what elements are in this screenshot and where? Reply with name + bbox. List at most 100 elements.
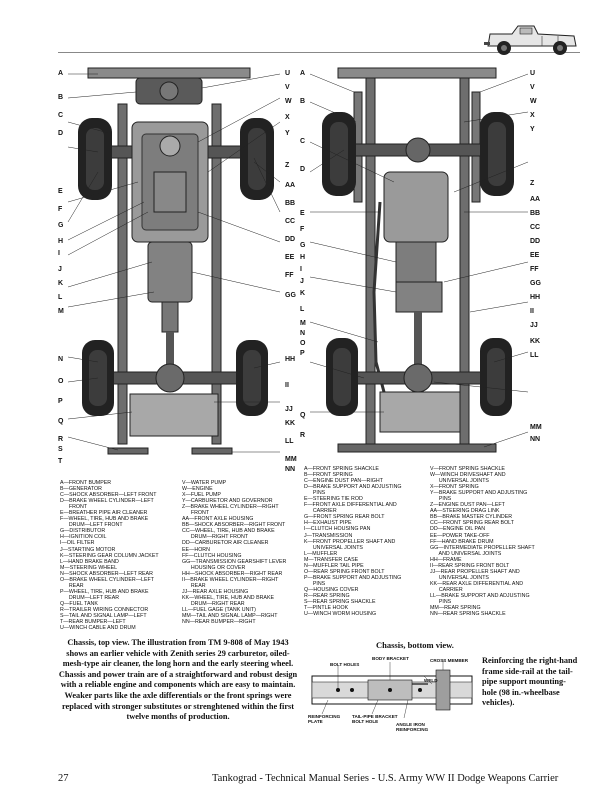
callout: J (300, 278, 304, 285)
legend-item: REAR (182, 582, 206, 589)
legend-item: UNIVERSAL JOINTS (304, 544, 363, 551)
legend-item: J—TRANSMISSION (304, 532, 353, 539)
callout: JJ (285, 406, 293, 413)
legend-item: KK—REAR AXLE DIFFERENTIAL AND (430, 580, 524, 587)
callout: P (58, 398, 63, 405)
detail-label-tail-pipe-bracket: TAIL-PIPE BRACKET BOLT HOLE (352, 714, 398, 724)
callout: Y (285, 130, 290, 137)
callout: C (58, 112, 64, 119)
legend-item: W—ENGINE (182, 486, 213, 493)
legend-item: G—FRONT SPRING REAR BOLT (304, 514, 385, 521)
legend-item: R—TRAILER WIRING CONNECTOR (60, 606, 149, 613)
callout: E (300, 210, 305, 217)
legend-item: Z—ENGINE DUST PAN—LEFT (430, 502, 505, 509)
callout: K (58, 280, 64, 287)
legend-top-view-col-2: V—WATER PUMP W—ENGINE X—FUEL PUMP Y—CARB… (182, 480, 306, 625)
legend-item: X—FRONT SPRING (430, 484, 479, 491)
callout: F (300, 226, 305, 233)
callout: N (58, 356, 64, 363)
detail-label-reinforcing-plate: REINFORCING PLATE (308, 714, 341, 724)
legend-item: LL—FUEL GAGE (TANK UNIT) (182, 606, 256, 613)
callout: KK (285, 420, 296, 427)
legend-item: Q—FUEL TANK (60, 600, 98, 607)
legend-item: S—TAIL AND SIGNAL LAMP—LEFT (60, 613, 147, 620)
callout: P (300, 350, 305, 357)
legend-item: Z—BRAKE WHEEL CYLINDER—RIGHT (182, 504, 279, 511)
legend-item: T—PINTLE HOOK (304, 605, 349, 612)
callout: X (530, 112, 535, 119)
callout: M (300, 320, 306, 327)
callout: AA (285, 182, 296, 189)
callout: U (285, 70, 291, 77)
callout: W (530, 98, 537, 105)
legend-item: FF—HAND BRAKE DRUM (430, 538, 494, 545)
legend-item: Y—BRAKE SUPPORT AND ADJUSTING (430, 490, 528, 497)
legend-item: HH—SHOCK ABSORBER—RIGHT REAR (182, 570, 283, 577)
legend-item: K—STEERING GEAR COLUMN JACKET (60, 552, 159, 559)
legend-item: L—HAND BRAKE BAND (60, 558, 119, 565)
callout: V (530, 84, 535, 91)
caption-reinforcement-detail: Reinforcing the right-hand frame side-ra… (482, 656, 578, 708)
callout: G (58, 222, 64, 229)
callout: H (58, 238, 64, 245)
callout: MM (285, 456, 297, 463)
callout: L (58, 294, 63, 301)
legend-item: E—BREATHER PIPE AIR CLEANER (60, 510, 148, 517)
legend-item: N—SHOCK ABSORBER—LEFT REAR (60, 570, 153, 577)
legend-item: A—FRONT BUMPER (60, 480, 112, 486)
chassis-bottom-view-drawing (309, 67, 529, 453)
legend-item: UNIVERSAL JOINTS (430, 574, 489, 581)
legend-item: J—STARTING MOTOR (60, 546, 116, 553)
callout: BB (530, 210, 541, 217)
legend-item: BB—BRAKE MASTER CYLINDER (430, 514, 513, 521)
legend-item: DD—ENGINE OIL PAN (430, 526, 486, 533)
legend-item: MM—TAIL AND SIGNAL LAMP—RIGHT (182, 613, 278, 620)
callout: JJ (530, 322, 538, 329)
legend-item: T—REAR BUMPER—LEFT (60, 619, 126, 626)
callout: R (58, 436, 64, 443)
legend-item: FRONT (60, 504, 88, 511)
callout: A (300, 70, 306, 77)
legend-item: PINS (304, 490, 326, 497)
legend-item: C—SHOCK ABSORBER—LEFT FRONT (60, 492, 157, 499)
chassis-top-view-drawing (67, 67, 281, 455)
caption-top-view: Chassis, top view. The illustration from… (58, 638, 298, 722)
callout: EE (530, 252, 540, 259)
callout: L (300, 306, 305, 313)
legend-item: U—WINCH WORM HOUSING (304, 611, 377, 618)
callout: Q (58, 418, 64, 425)
legend-item: I—OIL FILTER (60, 540, 95, 547)
legend-item: B—FRONT SPRING (304, 472, 353, 479)
callout: T (58, 458, 63, 465)
callout: DD (285, 236, 296, 243)
callout: S (58, 446, 63, 453)
legend-item: K—FRONT PROPELLER SHAFT AND (304, 538, 396, 545)
legend-item: R—REAR SPRING (304, 592, 350, 599)
legend-item: DD—CARBURETOR AIR CLEANER (182, 540, 269, 547)
legend-item: CARRIER (430, 586, 463, 593)
callout: H (300, 254, 306, 261)
callout: BB (285, 200, 296, 207)
callout: N (300, 330, 306, 337)
legend-item: EE—POWER TAKE-OFF (430, 532, 490, 539)
callout: E (58, 188, 63, 195)
callout: X (285, 114, 290, 121)
callout: D (58, 130, 64, 137)
weapons-carrier-illustration (484, 25, 577, 55)
legend-item: N—MUFFLER TAIL PIPE (304, 562, 364, 569)
page-number: 27 (58, 773, 69, 784)
callout: NN (285, 466, 296, 473)
legend-item: II—REAR SPRING FRONT BOLT (430, 562, 510, 569)
callout: GG (530, 280, 541, 287)
legend-item: G—DISTRIBUTOR (60, 528, 106, 535)
callout: M (58, 308, 64, 315)
legend-item: CC—WHEEL, TIRE, HUB AND BRAKE (182, 528, 275, 535)
legend-item: AA—FRONT AXLE HOUSING (182, 516, 254, 523)
callout: F (58, 206, 63, 213)
legend-item: KK—WHEEL, TIRE, HUB AND BRAKE (182, 594, 275, 601)
detail-label-body-bracket: BODY BRACKET (372, 656, 409, 661)
callout: O (300, 340, 306, 347)
detail-label-bolt-holes: BOLT HOLES (330, 662, 360, 667)
callout: U (530, 70, 536, 77)
detail-label-cross-member: CROSS MEMBER (430, 658, 469, 663)
